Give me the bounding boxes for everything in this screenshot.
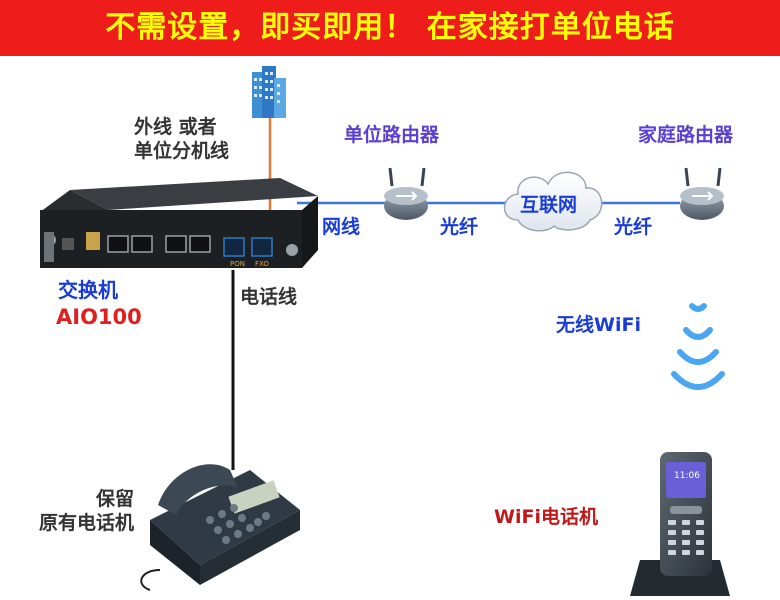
fiber-label-2: 光纤 (614, 216, 653, 238)
phone-line-label: 电话线 (240, 286, 298, 308)
internet-cloud-icon (503, 171, 603, 232)
wifi-signal-icon (671, 303, 725, 390)
home-router-label: 家庭路由器 (638, 124, 734, 146)
office-router-label: 单位路由器 (344, 124, 440, 146)
wifi-handset-icon: 11:06 (630, 452, 730, 596)
wifi-phone-label: WiFi电话机 (494, 506, 598, 528)
outside-line-label: 外线 或者 单位分机线 (134, 116, 229, 164)
banner-title: 不需设置，即买即用！ 在家接打单位电话 (105, 10, 675, 45)
office-building-icon (252, 66, 286, 118)
wireless-label: 无线WiFi (556, 314, 641, 336)
internet-label: 互联网 (520, 194, 578, 216)
handset-clock: 11:06 (674, 471, 700, 481)
keep-phone-label-2: 原有电话机 (39, 511, 135, 534)
phone-ports (223, 237, 273, 257)
lan-ports (107, 235, 211, 253)
switch-model-label: AIO100 (56, 305, 142, 329)
lan-cable-label: 网线 (322, 216, 361, 238)
fiber-label-1: 光纤 (440, 216, 479, 238)
keep-phone-label: 保留 原有电话机 (24, 488, 134, 536)
top-banner: 不需设置，即买即用！ 在家接打单位电话 (0, 0, 780, 56)
home-router-icon (680, 167, 724, 220)
office-router-icon (384, 167, 428, 220)
switch-name-label: 交换机 (58, 278, 118, 302)
pon-port-label: PON (230, 260, 245, 268)
switch-device: PON FXO (40, 178, 318, 268)
outside-line-label-2: 单位分机线 (134, 139, 230, 162)
outside-line-label-1: 外线 或者 (134, 116, 217, 138)
fxo-port-label: FXO (255, 260, 269, 268)
keep-phone-label-1: 保留 (96, 488, 135, 510)
desk-phone-icon (140, 464, 300, 591)
